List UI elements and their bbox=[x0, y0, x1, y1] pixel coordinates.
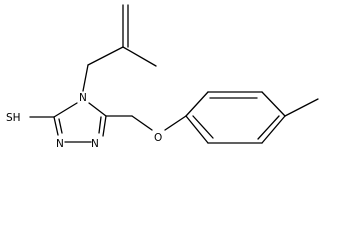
bond-c5-n1-double bbox=[98, 116, 102, 134]
bond-c-methyl bbox=[122, 46, 157, 67]
atom-label-n2: N bbox=[56, 138, 64, 150]
bond-ar4-ar5 bbox=[261, 115, 286, 144]
bond-ch2-c bbox=[87, 46, 124, 66]
bond-ar1-ar2 bbox=[185, 91, 209, 117]
tolyl-ring bbox=[185, 91, 319, 144]
ether-linker bbox=[105, 115, 187, 131]
bond-ar4-methyl bbox=[284, 98, 319, 117]
bond-ch2-o bbox=[131, 115, 153, 131]
bond-ar6-ar1-double bbox=[192, 115, 214, 139]
bond-c5-n1 bbox=[102, 115, 107, 137]
atom-label-ether-o: O bbox=[154, 132, 162, 144]
molecule-structure: SH N N N O bbox=[6, 4, 319, 150]
bond-ar4-ar5-double bbox=[257, 115, 280, 140]
bond-n2-c3-double bbox=[58, 118, 63, 134]
bond-o-aryl bbox=[164, 115, 187, 131]
methallyl-group bbox=[82, 4, 157, 92]
atom-label-n4: N bbox=[79, 92, 87, 104]
bond-ar6-ar1 bbox=[185, 115, 209, 144]
bond-n4-c5 bbox=[88, 102, 107, 117]
triazole-ring bbox=[53, 102, 107, 143]
bond-n2-c3 bbox=[53, 116, 59, 136]
atom-label-n1: N bbox=[91, 138, 99, 150]
bond-n4-ch2 bbox=[82, 64, 89, 92]
bond-ar3-ar4 bbox=[261, 91, 286, 117]
bond-c3-n4 bbox=[53, 102, 78, 118]
atom-label-thiol: SH bbox=[6, 112, 21, 124]
